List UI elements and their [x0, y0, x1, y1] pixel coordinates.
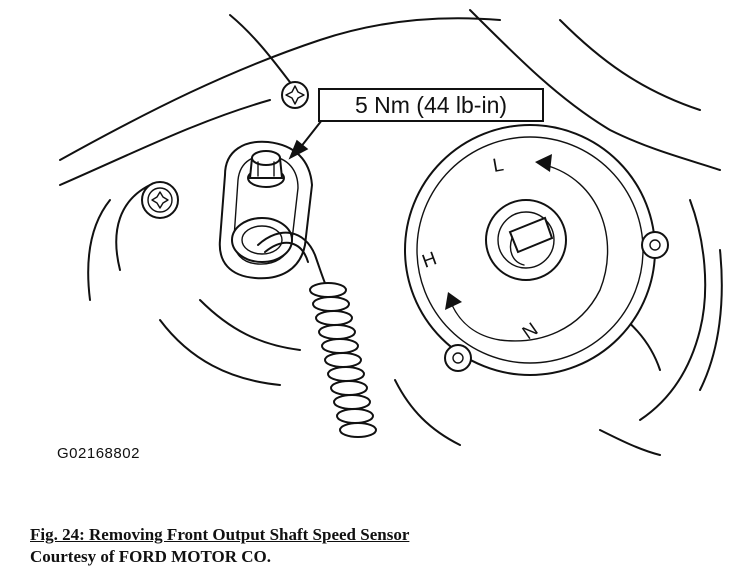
figure-caption: Fig. 24: Removing Front Output Shaft Spe…	[30, 525, 410, 544]
dial-letter-l: L	[491, 154, 505, 177]
sensor-boss	[218, 140, 314, 280]
torx-bolt-left	[141, 181, 179, 219]
housing-outline	[59, 9, 723, 456]
torx-bolt-upper	[281, 81, 309, 109]
transfer-case-drawing: L H N	[59, 9, 723, 456]
figure-reference-id: G02168802	[57, 445, 140, 462]
torque-callout: 5 Nm (44 lb-in)	[318, 88, 544, 122]
selector-dial: L H N	[404, 124, 669, 376]
figure-credit: Courtesy of FORD MOTOR CO.	[30, 547, 271, 566]
sensor-bolt	[247, 150, 285, 188]
sensor-harness	[257, 231, 377, 438]
dial-letter-h: H	[420, 248, 440, 272]
callout-arrow	[288, 119, 323, 160]
